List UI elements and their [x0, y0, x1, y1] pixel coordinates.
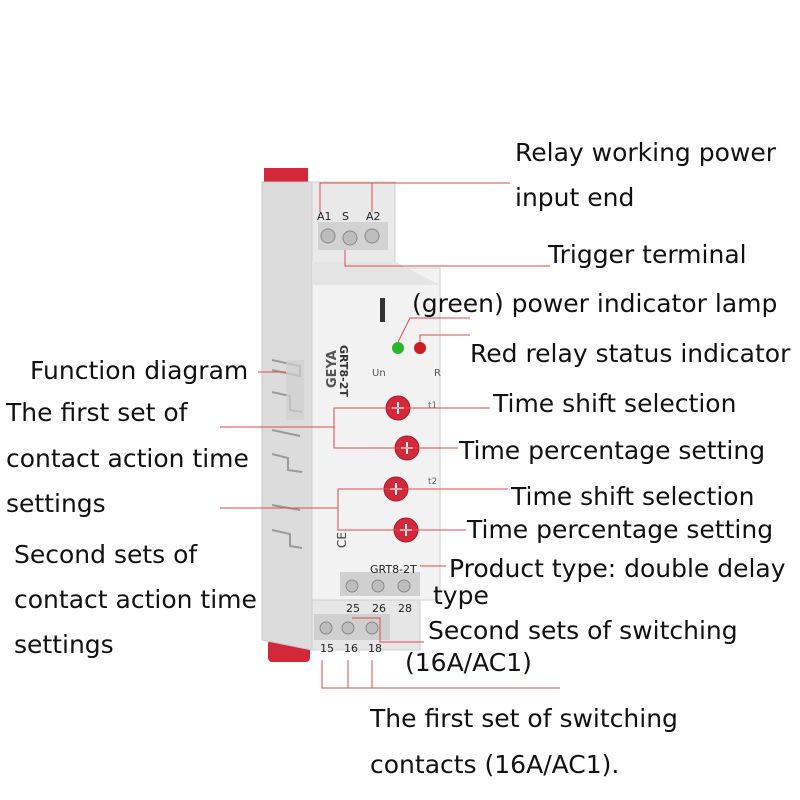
dial-time-percent-2[interactable] [393, 517, 419, 543]
label-second-set-line3: settings [14, 630, 114, 659]
terminal-a1-label: A1 [317, 210, 332, 223]
label-time-percent-2: Time percentage setting [467, 515, 774, 544]
top-screws [320, 228, 380, 246]
t1-label: t1 [428, 401, 437, 411]
terminal-16-label: 16 [344, 642, 358, 655]
brand-logo: GEYA [325, 350, 340, 388]
terminal-15-label: 15 [320, 642, 334, 655]
label-power-input-line2: input end [515, 183, 635, 212]
led-un-label: Un [372, 368, 386, 379]
top-red-clip [264, 168, 308, 182]
green-power-led [392, 342, 404, 354]
label-second-set-line1: Second sets of [14, 540, 198, 569]
face-upper-step [312, 262, 440, 285]
label-first-set-line1: The first set of [6, 398, 188, 427]
terminal-28-label: 28 [398, 602, 412, 615]
side-model-text: GRT8-2T [337, 345, 350, 397]
label-second-set-line2: contact action time [14, 585, 257, 614]
label-first-switching-line1: The first set of switching [370, 704, 678, 733]
front-indicator-slot [380, 298, 385, 322]
label-red-status-indicator: Red relay status indicator [470, 339, 791, 368]
dial-time-shift-1[interactable] [385, 395, 411, 421]
label-time-shift-2: Time shift selection [511, 482, 755, 511]
terminal-25-label: 25 [346, 602, 360, 615]
front-model-label: GRT8-2T [370, 563, 417, 576]
label-second-switching-line1: Second sets of switching [428, 616, 738, 645]
label-function-diagram: Function diagram [30, 356, 249, 385]
red-status-led [414, 342, 426, 354]
dial-time-percent-1[interactable] [394, 435, 420, 461]
label-time-shift-1: Time shift selection [493, 389, 737, 418]
terminal-18-label: 18 [368, 642, 382, 655]
dial-time-shift-2[interactable] [383, 476, 409, 502]
label-first-switching-line2: contacts (16A/AC1). [370, 750, 620, 779]
terminal-s-label: S [342, 210, 349, 223]
terminal-26-label: 26 [372, 602, 386, 615]
label-product-type-line2: type [433, 581, 489, 610]
label-product-type-line1: Product type: double delay [449, 554, 786, 583]
label-time-percent-1: Time percentage setting [459, 436, 766, 465]
label-power-input-line1: Relay working power [515, 138, 777, 167]
middle-screws [345, 579, 411, 593]
ce-mark: CE [335, 532, 349, 548]
led-r-label: R [434, 368, 441, 379]
label-trigger-terminal: Trigger terminal [548, 240, 747, 269]
terminal-a2-label: A2 [366, 210, 381, 223]
label-green-power-lamp: (green) power indicator lamp [412, 289, 778, 318]
label-second-switching-line2: (16A/AC1) [405, 648, 532, 677]
side-diagram-block [286, 360, 304, 420]
bottom-screws [319, 621, 379, 635]
label-first-set-line3: settings [6, 489, 106, 518]
label-first-set-line2: contact action time [6, 444, 249, 473]
t2-label: t2 [428, 477, 437, 487]
